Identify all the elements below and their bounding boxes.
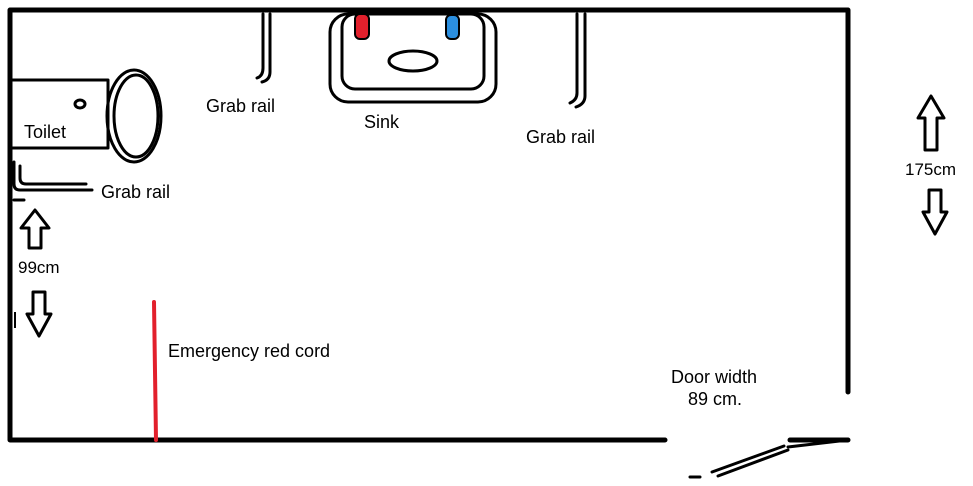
grab-rail-toilet-icon: [12, 160, 94, 202]
hot-tap-icon: [354, 13, 370, 40]
sink-label: Sink: [364, 112, 400, 132]
room-width-label: 175cm: [905, 160, 957, 179]
sink-icon: [328, 12, 498, 104]
dimension-arrow-down-175cm: [921, 188, 949, 236]
dimension-arrow-up-175cm: [916, 94, 946, 152]
toilet-label: Toilet: [24, 122, 67, 142]
door-width-value: 89 cm.: [688, 389, 743, 409]
dimension-arrow-up-99cm: [19, 208, 51, 250]
room-depth-label: 99cm: [18, 258, 60, 277]
grab-rail-right-label: Grab rail: [526, 127, 596, 147]
dimension-arrow-down-99cm: [25, 290, 53, 338]
grab-rail-right-icon: [568, 12, 587, 109]
grab-rail-left-icon: [255, 12, 272, 84]
grab-rail-toilet-label: Grab rail: [101, 182, 171, 202]
grab-rail-left-label: Grab rail: [206, 96, 276, 116]
door-icon: [688, 438, 850, 479]
emergency-cord-label: Emergency red cord: [168, 341, 331, 361]
toilet-icon: [8, 68, 163, 164]
door-width-title: Door width: [671, 367, 758, 387]
cold-tap-icon: [445, 14, 460, 40]
emergency-cord-icon: [152, 300, 158, 442]
